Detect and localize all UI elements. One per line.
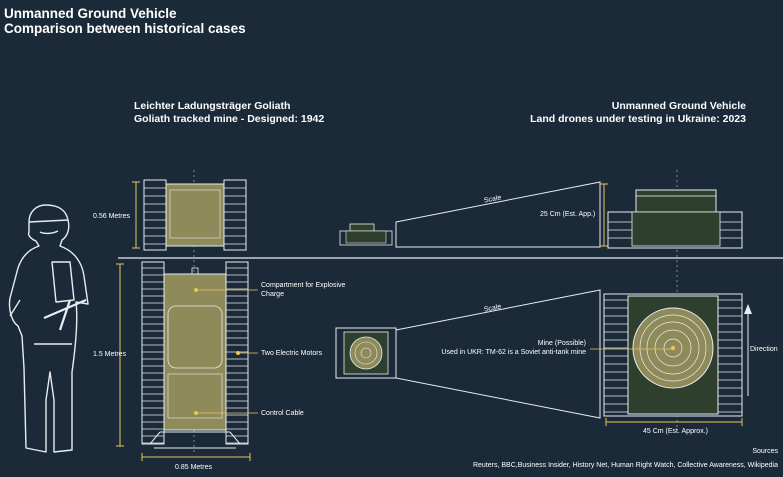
ugv-large-side-view <box>607 189 743 249</box>
title-line-1: Unmanned Ground Vehicle <box>4 6 177 21</box>
callout-cable: Control Cable <box>261 410 304 417</box>
goliath-heading-line-1: Leichter Ladungsträger Goliath <box>134 100 291 112</box>
goliath-width-label: 0.85 Metres <box>175 464 212 471</box>
callout-compartment-line-1: Compartment for Explosive <box>261 282 346 289</box>
ugv-small-side-view <box>339 223 393 246</box>
title-line-2: Comparison between historical cases <box>4 21 246 36</box>
goliath-top-view <box>141 261 249 449</box>
goliath-heading-line-2: Goliath tracked mine - Designed: 1942 <box>134 113 325 125</box>
goliath-height-label: 0.56 Metres <box>93 213 130 220</box>
direction-arrow-icon <box>744 304 752 396</box>
ugv-small-top-view <box>335 327 397 379</box>
soldier-silhouette <box>8 204 89 453</box>
goliath-length-label: 1.5 Metres <box>93 351 127 358</box>
sources-list: Reuters, BBC,Business Insider, History N… <box>472 462 778 469</box>
ugv-width-label: 45 Cm (Est. Approx.) <box>643 428 708 435</box>
callout-motors: Two Electric Motors <box>261 350 323 357</box>
ugv-heading-line-1: Unmanned Ground Vehicle <box>611 100 746 112</box>
ugv-heading-line-2: Land drones under testing in Ukraine: 20… <box>530 113 746 125</box>
callout-compartment-line-2: Charge <box>261 291 284 298</box>
ugv-height-label: 25 Cm (Est. App.) <box>540 211 596 218</box>
goliath-side-view <box>143 179 247 251</box>
direction-label: Direction <box>750 346 778 353</box>
sources-heading: Sources <box>752 448 778 455</box>
mine-label-line-2: Used in UKR: TM-62 is a Soviet anti-tank… <box>441 349 586 356</box>
mine-label-line-1: Mine (Possible) <box>537 340 586 347</box>
ugv-large-top-view <box>603 293 743 417</box>
